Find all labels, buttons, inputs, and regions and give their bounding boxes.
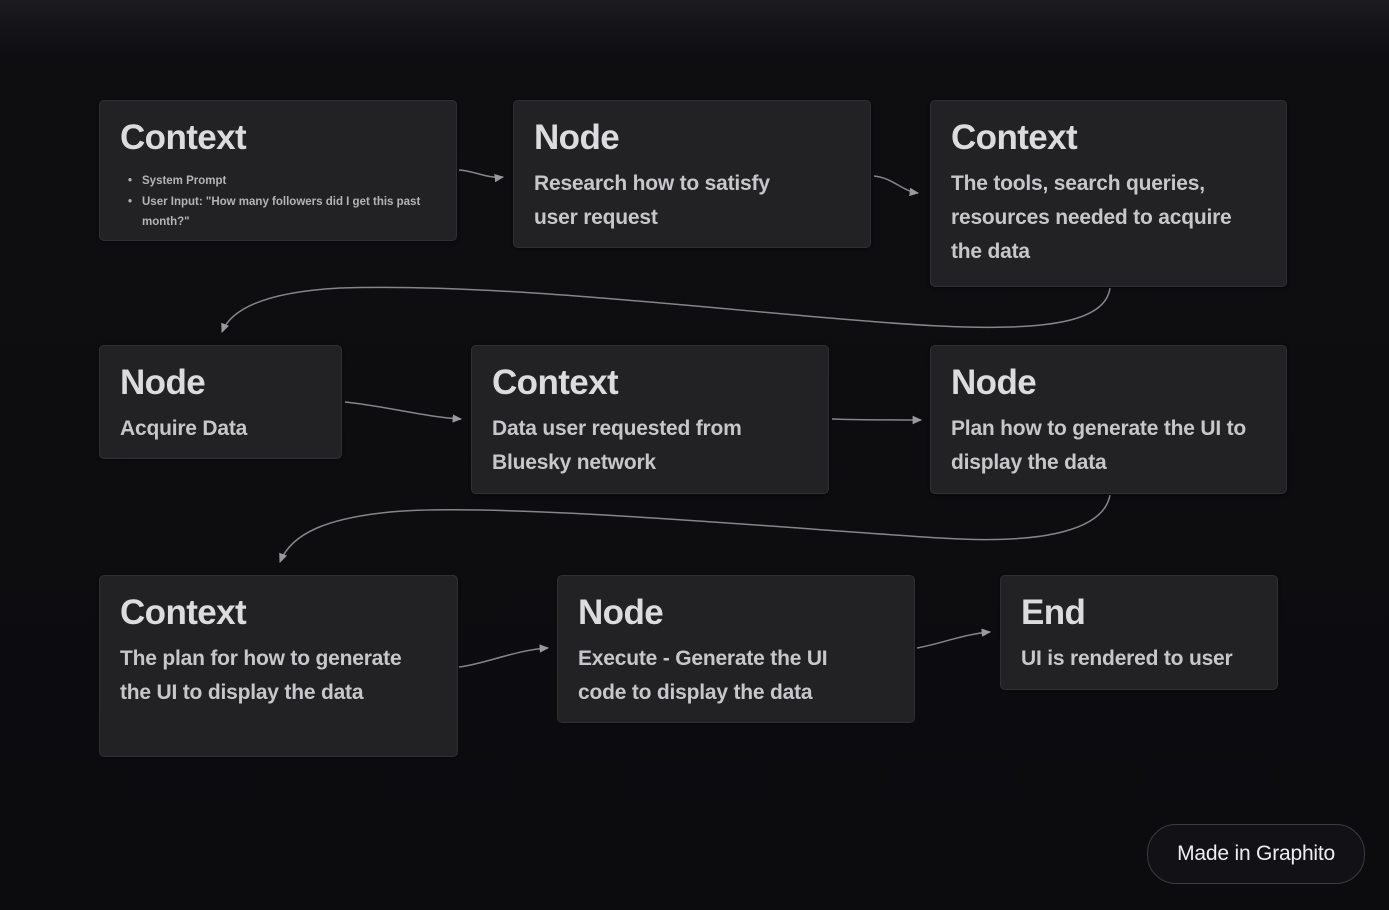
flow-node-context-tools[interactable]: Context The tools, search queries, resou… [930,100,1287,287]
node-subtitle: Research how to satisfy user request [534,172,770,229]
node-subtitle: Execute - Generate the UI code to displa… [578,647,828,704]
flow-node-end[interactable]: End UI is rendered to user [1000,575,1278,690]
node-title: Node [534,118,620,157]
node-subtitle: UI is rendered to user [1021,647,1233,670]
node-subtitle: Data user requested from Bluesky network [492,417,742,474]
flow-node-plan-ui[interactable]: Node Plan how to generate the UI to disp… [930,345,1287,494]
flow-node-context-data[interactable]: Context Data user requested from Bluesky… [471,345,829,494]
node-title: Node [951,363,1037,402]
node-bullet-list: System Prompt User Input: "How many foll… [120,171,436,232]
connector-context-tools-to-acquire [221,286,1111,333]
node-subtitle: The tools, search queries, resources nee… [951,172,1232,263]
node-title: Context [492,363,619,402]
node-title: Context [951,118,1078,157]
flow-node-context-user-input[interactable]: Context System Prompt User Input: "How m… [99,100,457,241]
connector-execute-to-end [916,628,992,649]
connector-context-plan-to-execute [458,644,550,668]
connector-context-data-to-plan [831,415,923,425]
flow-node-acquire-data[interactable]: Node Acquire Data [99,345,342,459]
node-title: Node [120,363,206,402]
flow-node-research[interactable]: Node Research how to satisfy user reques… [513,100,871,248]
node-bullet-item: System Prompt [128,171,436,191]
connector-plan-to-context-plan [279,494,1111,563]
node-subtitle: Acquire Data [120,417,248,440]
node-title: Node [578,593,664,632]
node-subtitle: Plan how to generate the UI to display t… [951,417,1247,474]
connector-research-to-context-tools [873,175,920,197]
node-subtitle: The plan for how to generate the UI to d… [120,647,402,704]
connector-context-input-to-research [458,169,505,183]
node-title: End [1021,593,1086,632]
connector-acquire-to-context-data [344,401,463,423]
flow-node-context-plan[interactable]: Context The plan for how to generate the… [99,575,458,757]
node-bullet-item: User Input: "How many followers did I ge… [128,192,436,232]
made-in-graphito-label: Made in Graphito [1177,842,1335,865]
flow-node-execute-ui[interactable]: Node Execute - Generate the UI code to d… [557,575,915,723]
node-title: Context [120,118,247,157]
made-in-graphito-badge[interactable]: Made in Graphito [1147,824,1365,884]
node-title: Context [120,593,247,632]
